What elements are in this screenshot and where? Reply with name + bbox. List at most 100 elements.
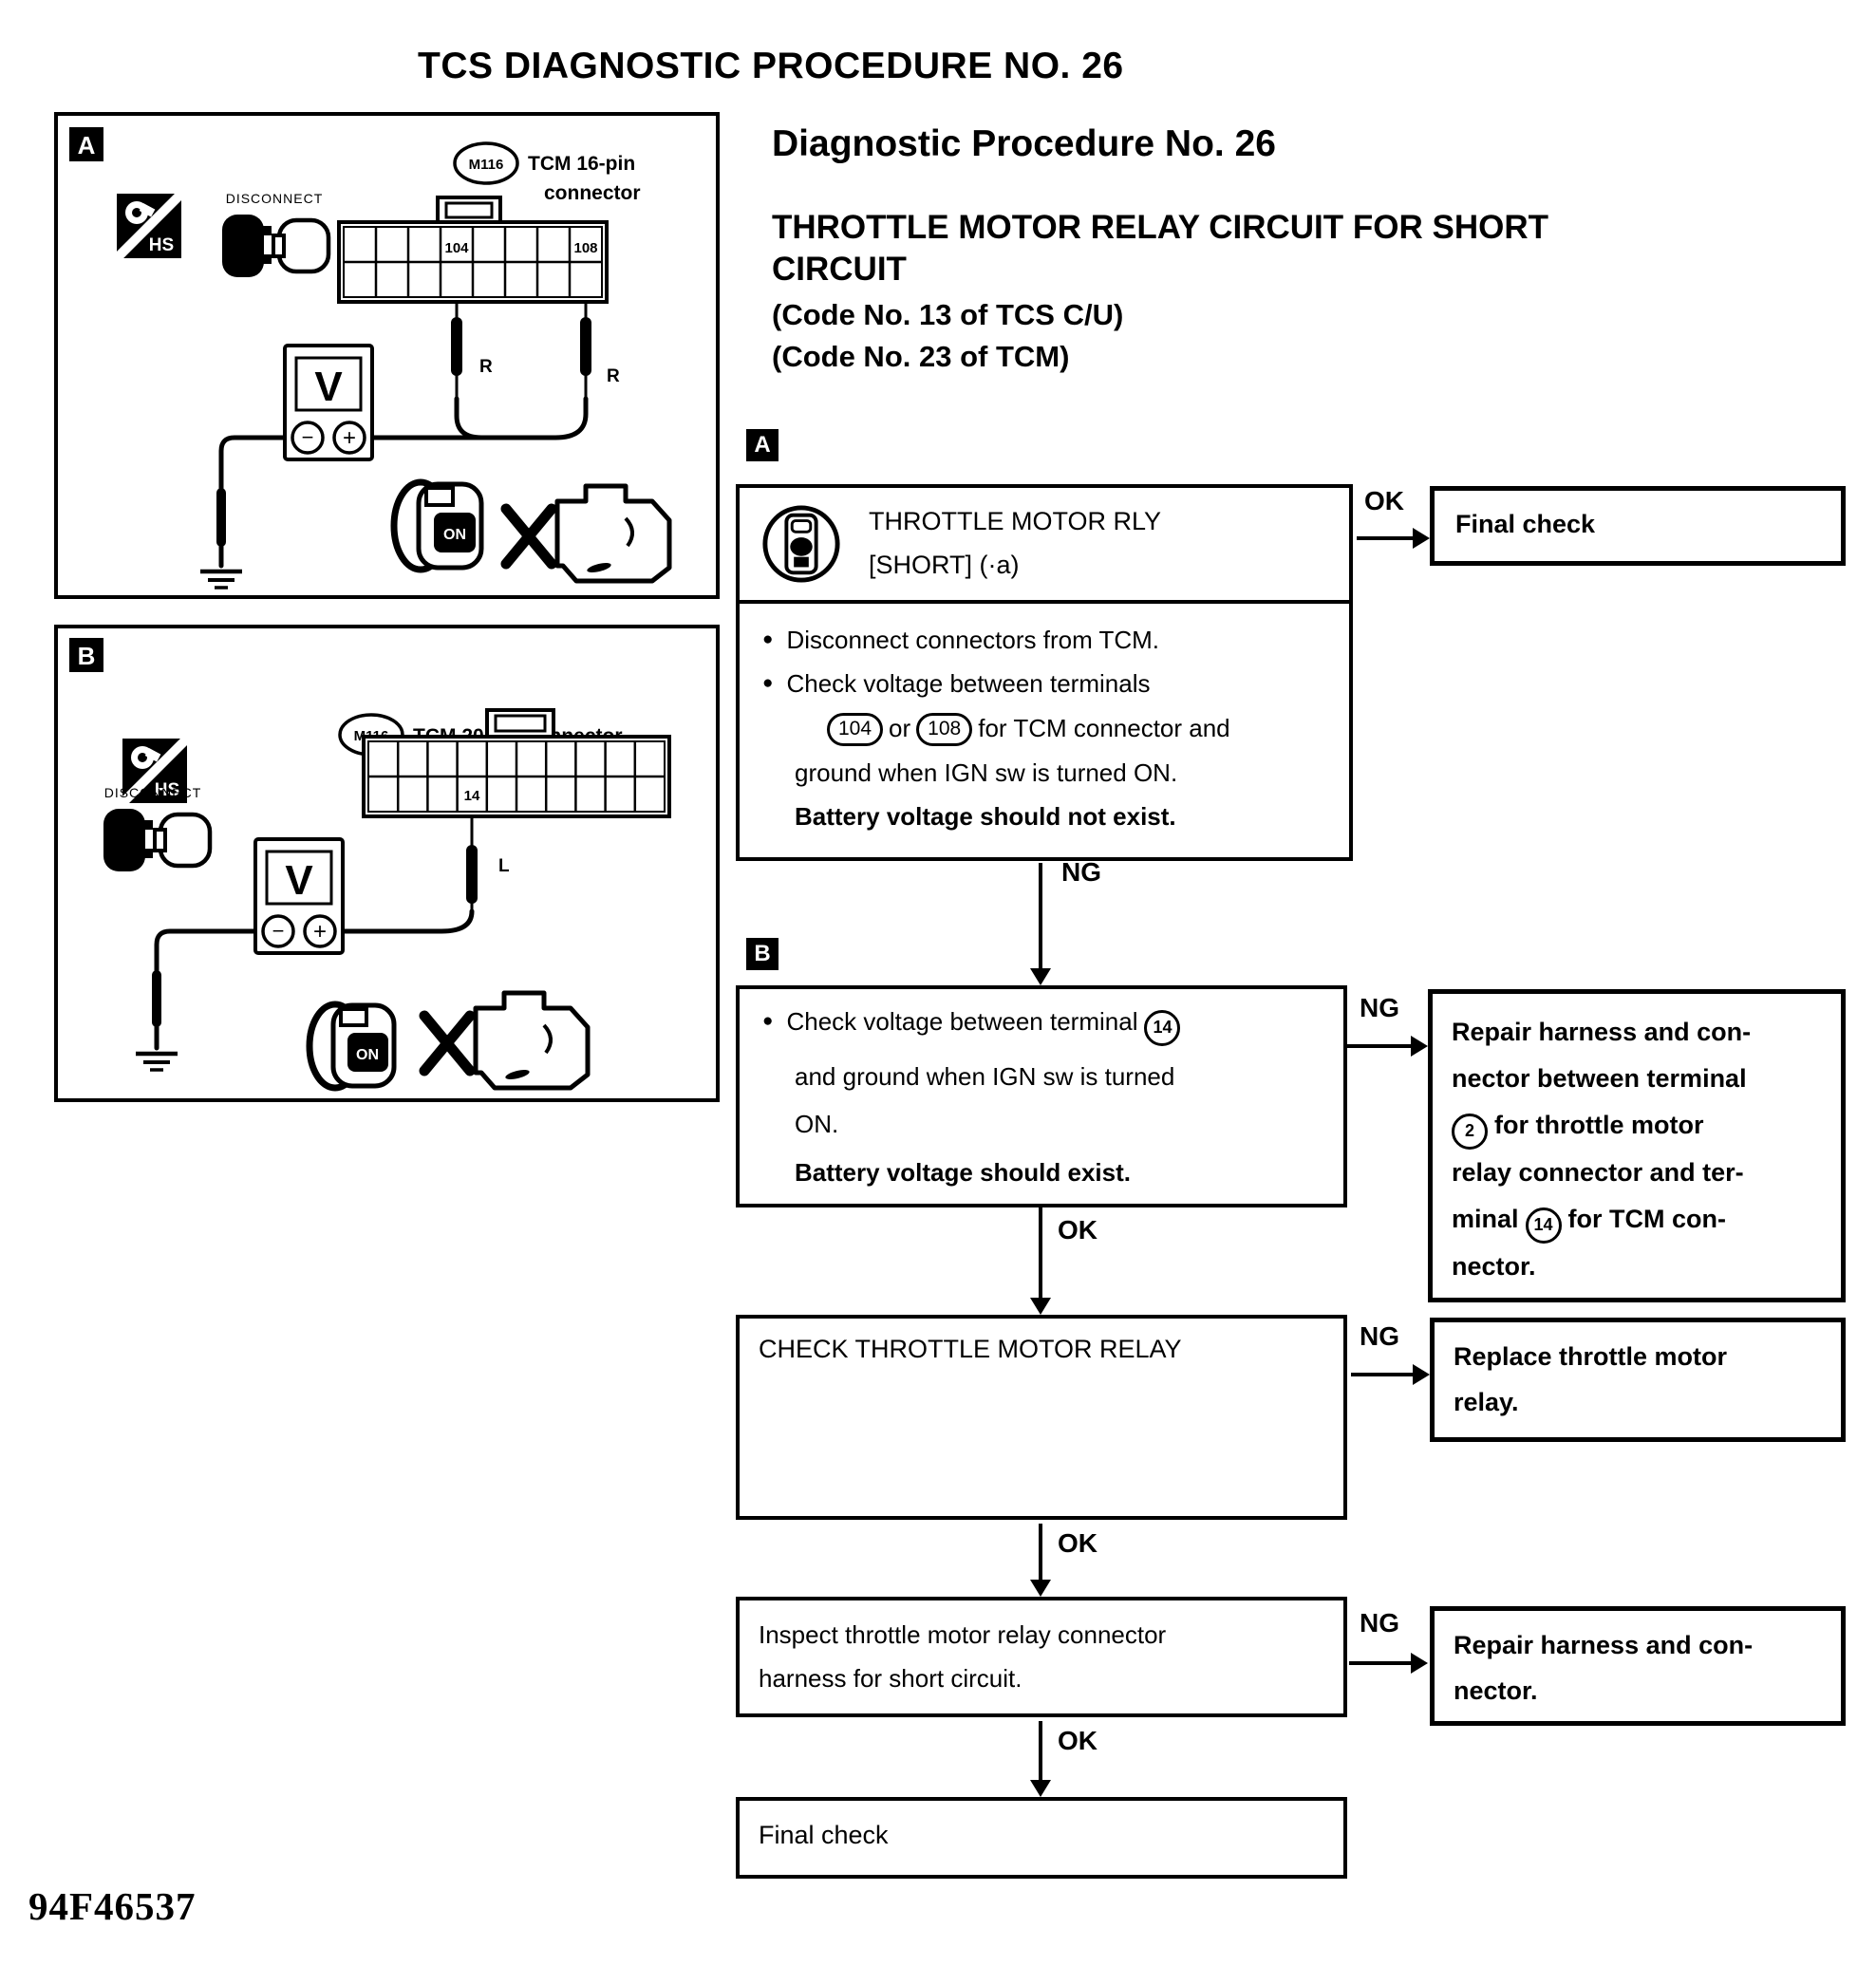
repair-harness-box: Repair harness and con- nector. (1430, 1606, 1846, 1726)
connector-ref-label: M116 (469, 157, 504, 173)
repair1-line2: nector between terminal (1452, 1064, 1747, 1093)
replace-relay-box: Replace throttle motor relay. (1430, 1318, 1846, 1442)
step1-bullet2-line3: ground when IGN sw is turned ON. (795, 758, 1178, 787)
arrowhead-ng3 (1413, 1364, 1430, 1385)
step1-warning: Battery voltage should not exist. (795, 802, 1176, 832)
flow-step1-header: THROTTLE MOTOR RLY [SHORT] (·a) (740, 488, 1349, 604)
flow-step1-body: ● Disconnect connectors from TCM. ●Check … (740, 604, 1349, 834)
flow-line-ng4 (1349, 1661, 1414, 1665)
step2-warning: Battery voltage should exist. (795, 1157, 1131, 1187)
flow-step1-box: THROTTLE MOTOR RLY [SHORT] (·a) ● Disconn… (736, 484, 1353, 861)
repair1-line1: Repair harness and con- (1452, 1018, 1752, 1046)
arrowhead-ok4 (1030, 1780, 1051, 1797)
connector-title-line1: TCM 16-pin (528, 153, 635, 175)
figure-a-diagram: A HS DISCONNECT (69, 127, 672, 590)
final-check-bottom-box: Final check (736, 1797, 1347, 1879)
flow-step3-box: CHECK THROTTLE MOTOR RELAY (736, 1315, 1347, 1520)
terminal-pill-108: 108 (916, 712, 973, 746)
flow-line-ok4 (1039, 1721, 1042, 1780)
figure-a-badge: A (69, 127, 103, 161)
flow-step1-title-line1: THROTTLE MOTOR RLY (869, 507, 1162, 536)
code-tcm: (Code No. 23 of TCM) (772, 340, 1070, 373)
ok-label-1: OK (1364, 486, 1404, 515)
ok-label-4: OK (1058, 1726, 1097, 1755)
voltmeter-v-label: V (314, 364, 343, 410)
figure-b-badge-label: B (78, 642, 96, 670)
minus-terminal: − (302, 425, 314, 449)
tcm-20pin-connector: 14 (362, 708, 671, 818)
ignition-key-on-icon-b: ON (306, 1001, 397, 1092)
voltmeter-v-label-b: V (285, 857, 313, 904)
probe-pin104 (451, 304, 462, 401)
minus-terminal-b: − (272, 919, 285, 943)
step4-line1: Inspect throttle motor relay connector (759, 1620, 1167, 1649)
disconnect-connector-icon (222, 215, 331, 277)
terminal-circle-14b: 14 (1525, 1207, 1562, 1244)
hs-tool-icon: HS (111, 188, 187, 264)
ground-probe (216, 488, 226, 547)
test-leads (218, 396, 589, 569)
connector-ref-m116: M116 (453, 141, 519, 185)
probe-pin108 (580, 304, 591, 401)
repair1-line6: nector. (1452, 1252, 1536, 1281)
flow-section-a-badge: A (746, 429, 779, 461)
final-check-top-box: Final check (1430, 486, 1846, 566)
procedure-heading-line1: THROTTLE MOTOR RELAY CIRCUIT FOR SHORT (772, 209, 1548, 246)
disconnect-label-b: DISCONNECT (104, 785, 202, 800)
wire-color-r1: R (479, 357, 493, 377)
wire-color-l: L (498, 856, 510, 876)
figure-panel-a: A HS DISCONNECT (54, 112, 720, 599)
flow-line-ng3 (1351, 1373, 1414, 1376)
repair1-line5-pre: minal (1452, 1205, 1519, 1233)
step1-bullet2-line1: ●Check voltage between terminals (762, 666, 1330, 701)
key-on-label-b: ON (356, 1047, 379, 1063)
page-title: TCS DIAGNOSTIC PROCEDURE NO. 26 (418, 46, 1124, 86)
replace-line1: Replace throttle motor (1454, 1342, 1728, 1371)
hs-label: HS (149, 235, 174, 255)
ground-probe-b (152, 970, 161, 1027)
ng-label-2: NG (1360, 993, 1399, 1022)
plus-terminal: + (343, 425, 356, 451)
ng-label-3: NG (1360, 1321, 1399, 1351)
arrowhead-ok1 (1413, 528, 1430, 549)
engine-off-icon (500, 483, 672, 584)
voltmeter: V − + (283, 344, 374, 461)
step1-bullet2-text2: for TCM connector and (978, 713, 1230, 742)
bullet-icon: ● (762, 673, 774, 694)
step1-or-text: or (889, 713, 911, 742)
repair2-line1: Repair harness and con- (1454, 1631, 1754, 1659)
pin-108-label: 108 (573, 240, 597, 256)
flow-line-ok1 (1357, 536, 1416, 540)
connector-title-line2: connector (544, 182, 641, 204)
arrowhead-ng4 (1411, 1653, 1428, 1674)
relay-icon (762, 505, 840, 583)
repair2-line2: nector. (1454, 1676, 1538, 1705)
step1-bullet1: ● Disconnect connectors from TCM. (762, 623, 1330, 657)
tcm-16pin-connector: 104 108 (337, 196, 609, 304)
step2-text1: Check voltage between terminal (786, 1007, 1138, 1036)
step1-bullet1-text: Disconnect connectors from TCM. (786, 626, 1160, 654)
figure-panel-b: B M116 TCM 20-pin connector HS DISCONNEC… (54, 625, 720, 1102)
repair1-line4: relay connector and ter- (1452, 1158, 1744, 1187)
bullet-icon: ● (762, 629, 774, 649)
arrowhead-ng1 (1030, 968, 1051, 985)
flow-step1-title-line2: [SHORT] (·a) (869, 551, 1020, 579)
step2-line3: ON. (795, 1110, 839, 1139)
figure-b-badge: B (69, 638, 103, 672)
flow-step4-box: Inspect throttle motor relay connector h… (736, 1597, 1347, 1717)
flow-line-ok2 (1039, 1207, 1042, 1300)
step2-line2: and ground when IGN sw is turned (795, 1062, 1175, 1091)
figure-a-badge-label: A (78, 131, 96, 159)
procedure-heading-line2: CIRCUIT (772, 251, 907, 288)
terminal-circle-14: 14 (1144, 1010, 1181, 1046)
terminal-pill-104: 104 (827, 712, 884, 746)
disconnect-connector-icon-b (103, 809, 213, 871)
replace-line2: relay. (1454, 1388, 1519, 1416)
hs-tool-icon-b: HS (117, 733, 193, 809)
ground-symbol-b (136, 1051, 178, 1072)
